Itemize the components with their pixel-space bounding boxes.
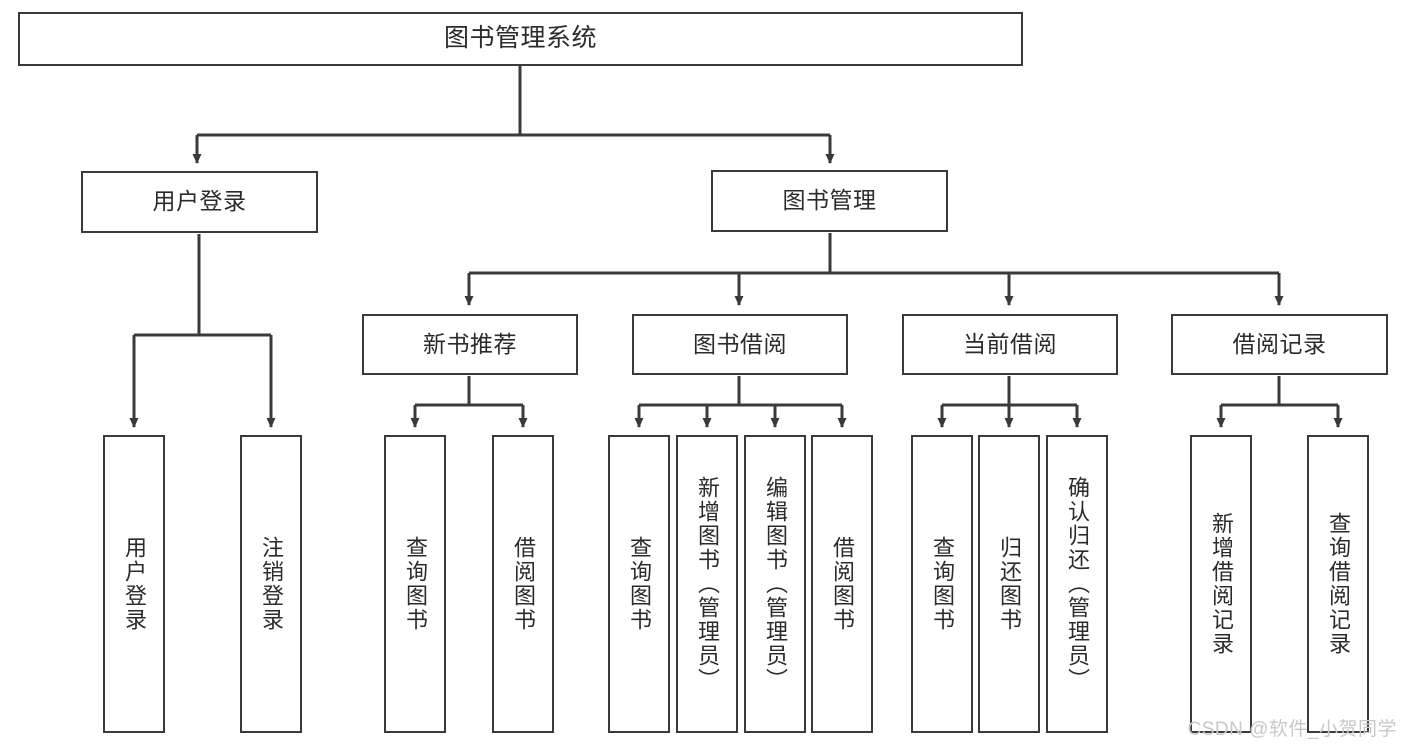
node-borrow-record[interactable]: 借阅记录 bbox=[1171, 314, 1388, 375]
node-leaf-add-book[interactable]: 新增图书（管理员） bbox=[676, 435, 738, 733]
node-leaf-borrow-book-1-label: 借阅图书 bbox=[510, 536, 536, 632]
node-leaf-user-login[interactable]: 用户登录 bbox=[103, 435, 165, 733]
node-leaf-query-record[interactable]: 查询借阅记录 bbox=[1307, 435, 1369, 733]
node-leaf-user-login-label: 用户登录 bbox=[121, 536, 147, 632]
node-book-manage[interactable]: 图书管理 bbox=[711, 170, 948, 232]
node-leaf-query-book-3[interactable]: 查询图书 bbox=[911, 435, 973, 733]
node-leaf-user-logout[interactable]: 注销登录 bbox=[240, 435, 302, 733]
node-book-borrow[interactable]: 图书借阅 bbox=[632, 314, 848, 375]
node-leaf-query-book-2[interactable]: 查询图书 bbox=[608, 435, 670, 733]
node-current-borrow[interactable]: 当前借阅 bbox=[902, 314, 1118, 375]
node-leaf-query-book-1[interactable]: 查询图书 bbox=[384, 435, 446, 733]
node-new-book-recommend[interactable]: 新书推荐 bbox=[362, 314, 578, 375]
node-root-label: 图书管理系统 bbox=[443, 24, 597, 53]
node-leaf-query-book-3-label: 查询图书 bbox=[929, 536, 955, 632]
node-leaf-confirm-return-label: 确认归还（管理员） bbox=[1064, 476, 1090, 692]
node-book-borrow-label: 图书借阅 bbox=[693, 330, 787, 357]
node-current-borrow-label: 当前借阅 bbox=[963, 330, 1057, 357]
node-leaf-confirm-return[interactable]: 确认归还（管理员） bbox=[1046, 435, 1108, 733]
node-leaf-query-book-1-label: 查询图书 bbox=[402, 536, 428, 632]
node-leaf-borrow-book-2[interactable]: 借阅图书 bbox=[811, 435, 873, 733]
node-leaf-edit-book-label: 编辑图书（管理员） bbox=[762, 476, 788, 692]
node-user-login-label: 用户登录 bbox=[152, 188, 247, 215]
node-new-book-recommend-label: 新书推荐 bbox=[423, 330, 517, 357]
node-book-manage-label: 图书管理 bbox=[782, 187, 877, 214]
node-root[interactable]: 图书管理系统 bbox=[18, 12, 1023, 66]
node-leaf-add-record[interactable]: 新增借阅记录 bbox=[1190, 435, 1252, 733]
node-leaf-return-book-label: 归还图书 bbox=[996, 536, 1022, 632]
node-borrow-record-label: 借阅记录 bbox=[1232, 330, 1327, 357]
node-leaf-return-book[interactable]: 归还图书 bbox=[978, 435, 1040, 733]
node-leaf-query-book-2-label: 查询图书 bbox=[626, 536, 652, 632]
node-leaf-add-book-label: 新增图书（管理员） bbox=[694, 476, 720, 692]
node-leaf-add-record-label: 新增借阅记录 bbox=[1208, 512, 1234, 656]
node-leaf-edit-book[interactable]: 编辑图书（管理员） bbox=[744, 435, 806, 733]
node-user-login[interactable]: 用户登录 bbox=[81, 171, 318, 233]
node-leaf-borrow-book-1[interactable]: 借阅图书 bbox=[492, 435, 554, 733]
watermark: CSDN @软件_小贺同学 bbox=[1187, 719, 1397, 740]
node-leaf-query-record-label: 查询借阅记录 bbox=[1325, 512, 1351, 656]
node-leaf-borrow-book-2-label: 借阅图书 bbox=[829, 536, 855, 632]
node-leaf-user-logout-label: 注销登录 bbox=[258, 536, 284, 632]
